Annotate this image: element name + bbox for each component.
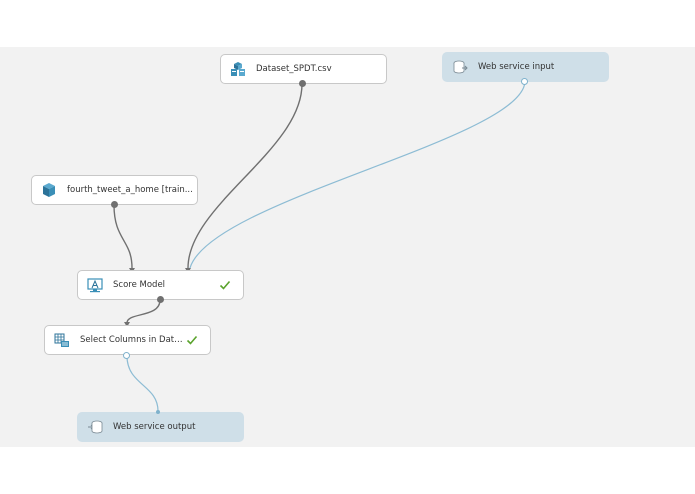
module-trained-model[interactable]: fourth_tweet_a_home [train... <box>31 175 198 205</box>
module-web-service-output[interactable]: Web service output <box>77 412 244 442</box>
output-port[interactable] <box>299 80 306 87</box>
dataset-icon <box>230 61 246 77</box>
module-web-service-input[interactable]: Web service input <box>442 52 609 82</box>
module-label: Web service output <box>113 422 196 432</box>
module-score-model[interactable]: Score Model <box>77 270 244 300</box>
module-dataset[interactable]: Dataset_SPDT.csv <box>220 54 387 84</box>
input-port[interactable] <box>156 410 160 414</box>
select-columns-icon <box>54 332 70 348</box>
module-label: fourth_tweet_a_home [train... <box>67 185 193 195</box>
check-icon <box>219 279 231 291</box>
output-port[interactable] <box>521 78 528 85</box>
web-service-output-icon <box>87 419 103 435</box>
output-port[interactable] <box>111 201 118 208</box>
check-icon <box>186 334 198 346</box>
output-port[interactable] <box>157 296 164 303</box>
module-select-columns[interactable]: Select Columns in Dataset <box>44 325 211 355</box>
experiment-canvas[interactable] <box>0 47 695 447</box>
module-label: Select Columns in Dataset <box>80 335 186 345</box>
web-service-input-icon <box>452 59 468 75</box>
module-label: Web service input <box>478 62 555 72</box>
output-port[interactable] <box>123 352 130 359</box>
module-label: Dataset_SPDT.csv <box>256 64 332 74</box>
trained-model-icon <box>41 182 57 198</box>
score-model-icon <box>87 277 103 293</box>
module-label: Score Model <box>113 280 166 290</box>
